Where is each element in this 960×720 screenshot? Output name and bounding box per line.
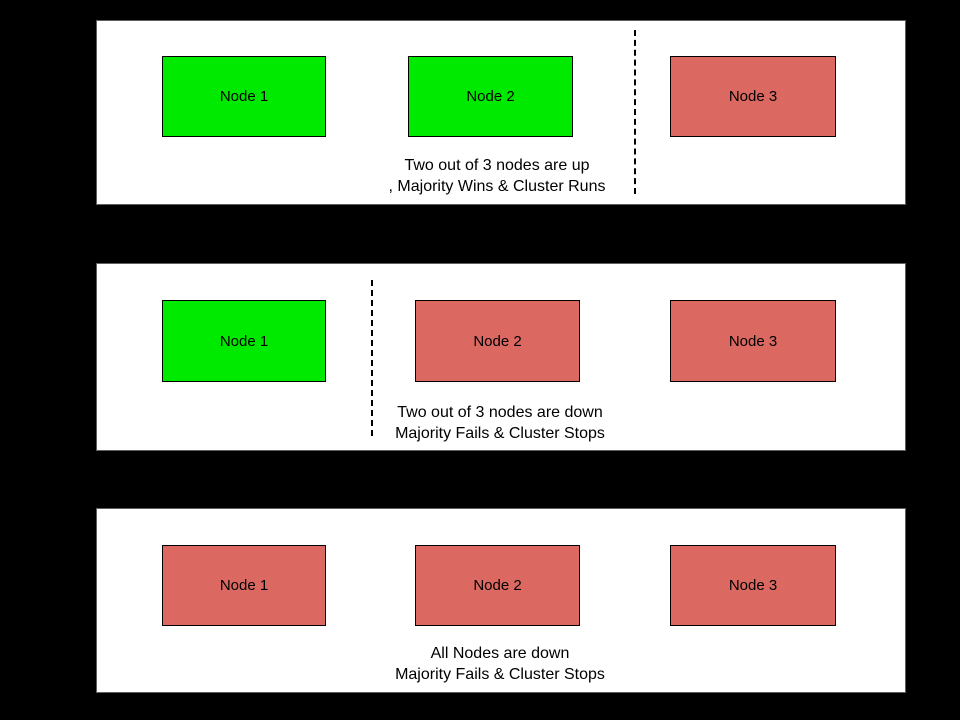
panel-caption: All Nodes are down Majority Fails & Clus… — [250, 643, 750, 685]
node-1-box: Node 1 — [162, 300, 326, 382]
caption-line-1: Two out of 3 nodes are up — [404, 157, 590, 174]
node-1-box: Node 1 — [162, 545, 326, 626]
panel-two-nodes-up: Node 1 Node 2 Node 3 Two out of 3 nodes … — [96, 20, 906, 205]
node-2-label: Node 2 — [466, 88, 515, 105]
node-1-label: Node 1 — [219, 577, 269, 594]
panel-caption: Two out of 3 nodes are down Majority Fai… — [250, 402, 750, 444]
caption-line-2: , Majority Wins & Cluster Runs — [388, 178, 606, 195]
node-3-box: Node 3 — [670, 300, 836, 382]
node-1-label: Node 1 — [219, 88, 269, 105]
panel-two-nodes-down: Node 1 Node 2 Node 3 Two out of 3 nodes … — [96, 263, 906, 451]
node-3-label: Node 3 — [728, 577, 778, 594]
node-2-box: Node 2 — [415, 300, 580, 382]
node-2-label: Node 2 — [473, 577, 522, 594]
node-3-label: Node 3 — [728, 88, 778, 105]
quorum-partition-divider — [634, 30, 636, 194]
node-3-label: Node 3 — [728, 332, 778, 350]
caption-line-1: All Nodes are down — [430, 645, 570, 662]
panel-caption: Two out of 3 nodes are up , Majority Win… — [247, 155, 747, 197]
node-2-box: Node 2 — [415, 545, 580, 626]
quorum-partition-divider — [371, 280, 373, 436]
node-1-label: Node 1 — [219, 332, 269, 350]
node-2-box: Node 2 — [408, 56, 573, 137]
caption-line-2: Majority Fails & Cluster Stops — [395, 425, 605, 442]
node-3-box: Node 3 — [670, 545, 836, 626]
panel-all-nodes-down: Node 1 Node 2 Node 3 All Nodes are down … — [96, 508, 906, 693]
caption-line-2: Majority Fails & Cluster Stops — [395, 666, 605, 683]
node-1-box: Node 1 — [162, 56, 326, 137]
caption-line-1: Two out of 3 nodes are down — [397, 404, 603, 421]
node-2-label: Node 2 — [473, 332, 522, 350]
node-3-box: Node 3 — [670, 56, 836, 137]
